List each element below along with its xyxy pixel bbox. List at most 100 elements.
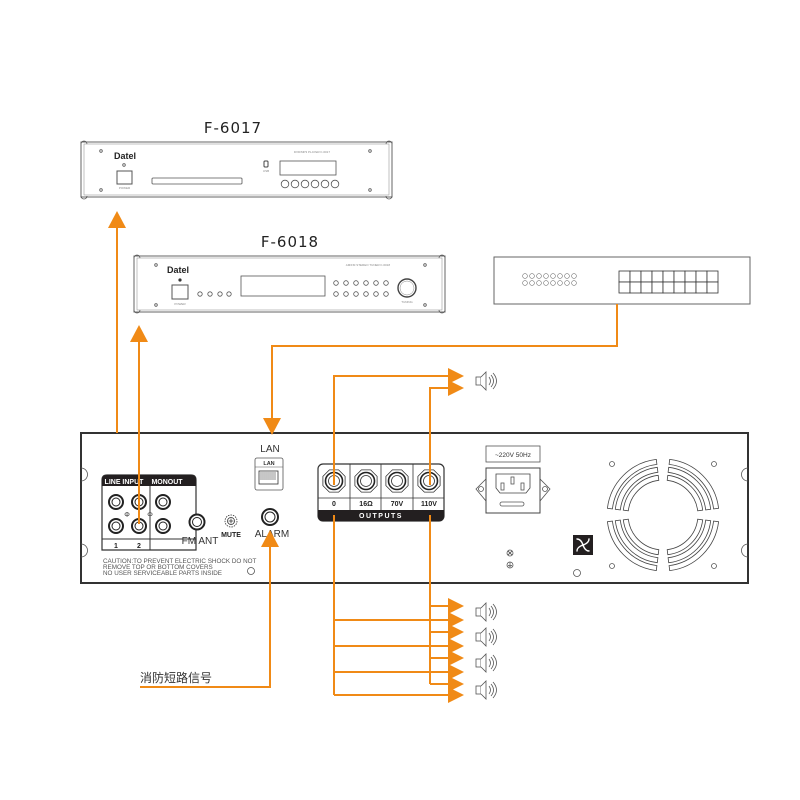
switch-port[interactable]	[651, 270, 664, 283]
arrow-speaker-3-b	[448, 664, 464, 680]
fan-grill-slot	[614, 519, 659, 564]
switch-port[interactable]	[629, 270, 642, 283]
svg-text:TUNING: TUNING	[401, 300, 413, 304]
arrow-speaker-2-b	[448, 638, 464, 654]
arrow-speaker-4-a	[448, 676, 464, 692]
switch-port[interactable]	[629, 281, 642, 294]
f6018-power-button[interactable]	[171, 284, 189, 300]
f6017-transport-buttons	[280, 179, 340, 189]
f6017-power-button[interactable]	[116, 170, 133, 185]
speaker-icon	[475, 685, 482, 695]
switch-led-array	[522, 273, 577, 286]
fan-grill-slot	[666, 474, 704, 512]
switch-port[interactable]	[618, 281, 631, 294]
fan-grill	[606, 458, 720, 572]
svg-text:USB: USB	[263, 169, 269, 173]
switch-port[interactable]	[673, 270, 686, 283]
outputs-block: OUTPUTS 0 16Ω 70V 110V	[317, 463, 445, 522]
switch-port[interactable]	[706, 270, 719, 283]
f6017-btn-next[interactable]	[300, 179, 310, 189]
f6018-btn-memory[interactable]	[226, 291, 232, 297]
switch-port[interactable]	[684, 270, 697, 283]
outputs-header	[318, 510, 444, 521]
f6018-btn-stereo[interactable]	[217, 291, 223, 297]
switch-port[interactable]	[651, 281, 664, 294]
f6017-btn-play[interactable]	[320, 179, 330, 189]
switch-port[interactable]	[684, 281, 697, 294]
f6018-tuning-knob[interactable]	[397, 278, 417, 298]
switch-port[interactable]	[618, 270, 631, 283]
speaker-icon	[475, 376, 482, 386]
fan-grill-slot	[666, 518, 704, 556]
switch-led	[536, 280, 542, 286]
amplifier-rack-ears	[80, 467, 749, 558]
f6017-usb-port[interactable]	[263, 160, 269, 168]
monout-right-jack[interactable]	[155, 518, 171, 534]
switch-port[interactable]	[640, 270, 653, 283]
switch-led	[557, 280, 563, 286]
speaker-icon	[475, 632, 482, 642]
amp-screw-hole	[247, 567, 255, 575]
fan-grill-slot	[606, 458, 658, 510]
caution-line-1: CAUTION:TO PREVENT ELECTRIC SHOCK DO NOT	[103, 558, 257, 565]
f6017-btn-open[interactable]	[330, 179, 340, 189]
switch-port[interactable]	[706, 281, 719, 294]
f6018-mode-buttons	[197, 291, 232, 297]
f6017-rack-ears	[80, 140, 393, 200]
speaker-4	[475, 680, 497, 700]
f6017-model-title: F-6017	[204, 119, 262, 137]
arrow-to-lan	[263, 418, 281, 435]
f6017-btn-eject[interactable]	[280, 179, 290, 189]
svg-text:AM/FM STEREO TUNER F-6018: AM/FM STEREO TUNER F-6018	[346, 263, 391, 267]
device-f6017: F-6017 Datel POWER USB DVD/MP3 PLAYER F-…	[80, 119, 393, 200]
monout-label: MONOUT	[151, 479, 183, 486]
speaker-top	[475, 371, 497, 391]
earth-ground-icon	[506, 561, 514, 569]
switch-port[interactable]	[695, 281, 708, 294]
alarm-jack[interactable]	[261, 508, 279, 526]
arrow-speaker-3-a	[448, 650, 464, 666]
wire-switch-to-lan	[271, 304, 618, 420]
output-terminal-2[interactable]	[385, 469, 409, 493]
alarm-signal-label: 消防短路信号	[140, 670, 212, 685]
arrow-top-speaker-a	[448, 368, 464, 384]
input-number-2: 2	[137, 543, 141, 550]
wire-alarm-signal	[140, 545, 271, 688]
switch-port[interactable]	[673, 281, 686, 294]
fuse-holder[interactable]	[499, 501, 525, 507]
arrow-speaker-1-a	[448, 598, 464, 614]
f6018-power-led	[178, 278, 182, 282]
f6017-display	[279, 160, 337, 176]
svg-text:DVD/MP3 PLAYER F-6017: DVD/MP3 PLAYER F-6017	[294, 150, 330, 154]
device-f6018: F-6018 Datel POWER AM/FM STEREO TUNER F-…	[133, 233, 446, 314]
fan-grill-slot	[614, 466, 659, 511]
f6018-btn-search[interactable]	[207, 291, 213, 297]
switch-port[interactable]	[695, 270, 708, 283]
arrow-to-f6017	[108, 211, 126, 228]
f6018-preset-buttons	[333, 280, 389, 297]
switch-port[interactable]	[662, 281, 675, 294]
f6017-btn-stop[interactable]	[310, 179, 320, 189]
line-input-1-right-jack[interactable]	[108, 518, 124, 534]
speaker-group	[475, 371, 497, 700]
fan-grill-slot	[667, 466, 712, 511]
line-input-1-left-jack[interactable]	[108, 494, 124, 510]
fm-antenna-jack[interactable]	[188, 513, 206, 531]
monout-left-jack[interactable]	[155, 494, 171, 510]
fan-grill-slot	[606, 520, 658, 572]
line-input-block: LINE INPUT MONOUT Φ Φ 1 2	[101, 474, 197, 551]
f6018-btn-auto[interactable]	[197, 291, 203, 297]
amp-screw-hole-2	[573, 569, 581, 577]
arrow-to-alarm	[261, 530, 279, 547]
f6017-btn-prev[interactable]	[290, 179, 300, 189]
f6018-brand-logo: Datel	[167, 265, 189, 275]
switch-port[interactable]	[662, 270, 675, 283]
output-terminal-1[interactable]	[354, 469, 378, 493]
fan-grill-slot	[668, 458, 720, 510]
switch-port[interactable]	[640, 281, 653, 294]
switch-led	[529, 273, 535, 279]
f6018-display	[240, 275, 326, 297]
device-amplifier-rear: LINE INPUT MONOUT Φ Φ 1 2 FM ANT	[80, 432, 749, 584]
fan-warning-icon	[573, 535, 593, 555]
